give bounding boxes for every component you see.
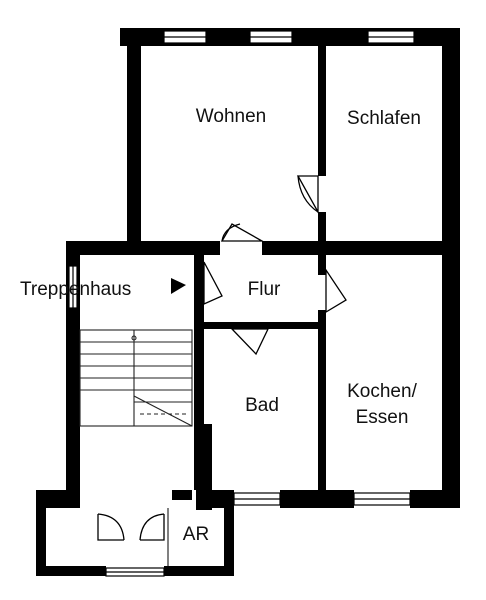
windows bbox=[68, 30, 415, 577]
label-kochen: Kochen/ bbox=[347, 381, 417, 402]
entrance-arrow-icon bbox=[171, 278, 186, 294]
door-wohnen-schlafen bbox=[296, 175, 319, 215]
door-entrance-flur bbox=[203, 261, 223, 306]
door-entrance-left bbox=[97, 514, 124, 541]
label-flur: Flur bbox=[248, 279, 281, 300]
label-treppenhaus: Treppenhaus bbox=[20, 279, 131, 300]
door-entrance-right bbox=[140, 514, 165, 541]
label-schlafen: Schlafen bbox=[347, 108, 421, 129]
label-ar: AR bbox=[183, 524, 209, 545]
door-flur-bad bbox=[230, 328, 270, 356]
doors bbox=[97, 175, 347, 566]
door-flur-kueche bbox=[325, 267, 347, 314]
staircase bbox=[79, 329, 193, 427]
label-bad: Bad bbox=[245, 395, 279, 416]
door-flur-wohnen bbox=[220, 223, 265, 242]
walls bbox=[36, 28, 460, 576]
label-wohnen: Wohnen bbox=[196, 106, 266, 127]
label-essen: Essen bbox=[356, 407, 409, 428]
